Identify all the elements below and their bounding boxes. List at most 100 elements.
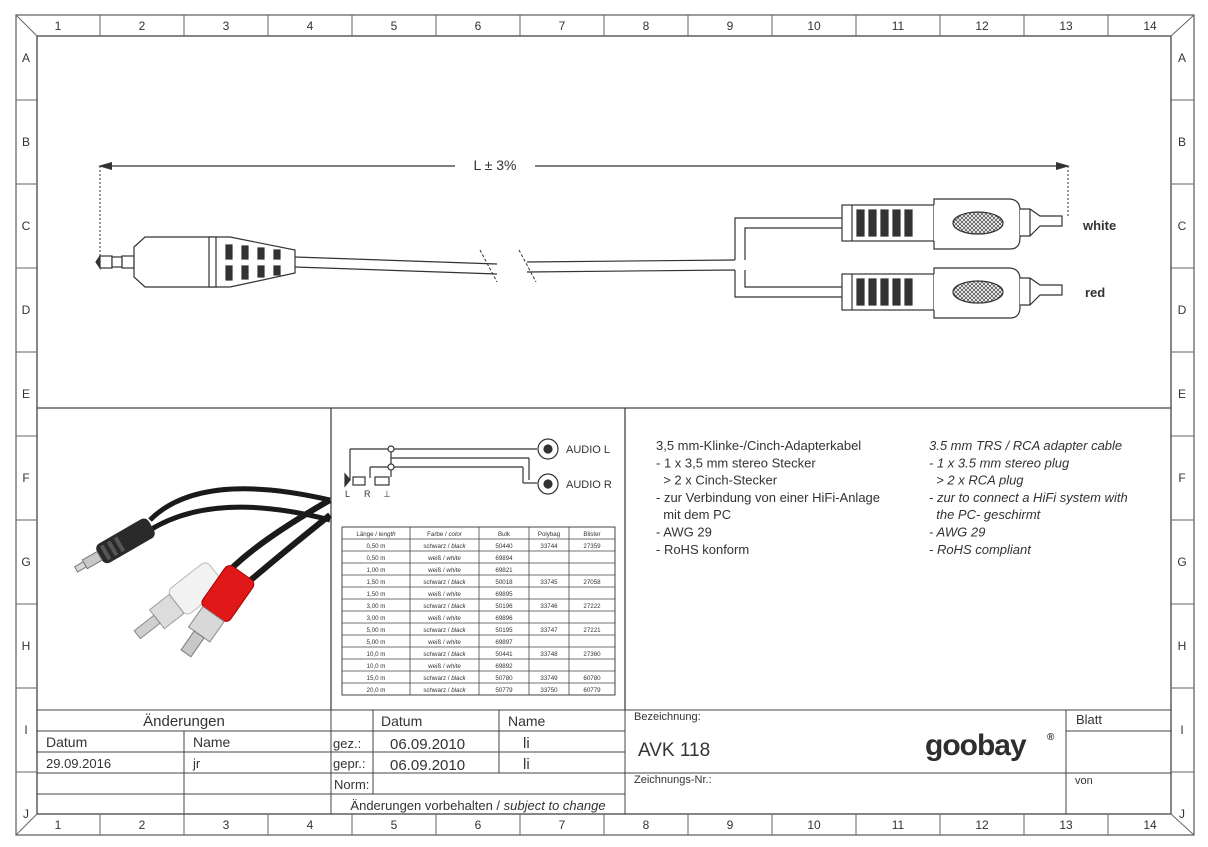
table-cell: 27221 [583,627,601,634]
head-name: Name [508,713,546,729]
table-cell: 33749 [540,675,558,682]
table-cell: 50018 [495,579,513,586]
description-line: 3,5 mm-Klinke-/Cinch-Adapterkabel [656,438,861,453]
table-header-cell: Polybag [538,531,561,538]
frame-grid [16,15,1194,835]
table-cell: weiß / white [427,591,461,598]
frame-row-label: I [24,723,27,737]
frame-row-label: B [1178,135,1186,149]
frame-row-label: J [23,807,29,821]
table-cell: 15,0 m [367,675,386,682]
audio-r-label: AUDIO R [566,479,612,491]
frame-row-label: E [1178,387,1186,401]
frame-row-label: E [22,387,30,401]
table-cell: 69821 [495,567,513,574]
table-cell: 33750 [540,687,558,694]
changes-row-date: 29.09.2016 [46,756,111,771]
table-cell: 5,00 m [367,627,386,634]
gepr-date: 06.09.2010 [390,757,465,774]
frame-col-label: 11 [892,818,905,832]
table-cell: 5,00 m [367,639,386,646]
frame-row-label: G [1177,555,1186,569]
description-line: - 1 x 3.5 mm stereo plug [929,455,1070,470]
table-cell: 50196 [495,603,513,610]
rca-plug-red [841,267,1063,319]
frame-col-label: 2 [139,818,146,832]
table-cell: weiß / white [427,639,461,646]
table-cell: 69896 [495,615,513,622]
von-label: von [1075,775,1093,787]
gez-date: 06.09.2010 [390,736,465,753]
table-cell: 27360 [583,651,601,658]
frame-col-label: 11 [892,19,905,33]
frame-row-label: J [1179,807,1185,821]
table-header-cell: Bulk [498,531,511,538]
frame-row-label: H [1178,639,1187,653]
table-cell: 33745 [540,579,558,586]
table-cell: 1,00 m [367,567,386,574]
table-cell: 50780 [495,675,513,682]
frame-col-label: 6 [475,19,482,33]
table-cell: schwarz / black [423,543,466,550]
gez-label: gez.: [333,736,361,751]
table-cell: 10,0 m [367,651,386,658]
description-german: 3,5 mm-Klinke-/Cinch-Adapterkabel- 1 x 3… [656,438,880,557]
table-cell: schwarz / black [423,687,466,694]
frame-col-label: 9 [727,818,734,832]
table-cell: schwarz / black [423,651,466,658]
head-date: Datum [381,713,422,729]
table-cell: weiß / white [427,567,461,574]
red-plug-label: red [1085,285,1105,300]
frame-row-label: F [22,471,29,485]
frame-col-label: 4 [307,818,314,832]
table-cell: weiß / white [427,555,461,562]
jack-label-l: L [345,489,350,499]
frame-row-label: D [22,303,31,317]
description-english: 3.5 mm TRS / RCA adapter cable - 1 x 3.5 … [929,438,1128,557]
audio-l-label: AUDIO L [566,444,610,456]
frame-col-label: 9 [727,19,734,33]
frame-row-label: C [1178,219,1187,233]
frame-col-label: 14 [1143,818,1157,832]
bezeichnung-label: Bezeichnung: [634,711,701,723]
frame-col-label: 6 [475,818,482,832]
table-cell: 50779 [495,687,513,694]
blatt-label: Blatt [1076,712,1102,727]
table-cell: 60780 [583,675,601,682]
changes-row-name: jr [192,756,201,771]
table-cell: schwarz / black [423,675,466,682]
length-label: L ± 3% [474,157,517,173]
changes-col-name: Name [193,734,231,750]
description-line: > 2 x RCA plug [929,473,1024,488]
table-cell: 3,00 m [367,615,386,622]
table-cell: 0,50 m [367,555,386,562]
gepr-label: gepr.: [333,756,366,771]
svg-text:goobay: goobay [925,729,1027,762]
gepr-name: li [523,756,530,773]
table-cell: schwarz / black [423,579,466,586]
frame-col-label: 8 [643,19,650,33]
table-cell: 69894 [495,555,513,562]
frame-row-label: A [22,51,30,65]
frame-col-label: 12 [975,19,989,33]
description-line: - AWG 29 [929,525,985,540]
table-cell: 20,0 m [367,687,386,694]
frame-col-label: 5 [391,19,398,33]
frame-col-label: 7 [559,818,566,832]
table-cell: 27058 [583,579,601,586]
frame-row-label: F [1178,471,1185,485]
table-header-cell: Blister [583,531,600,538]
description-line: 3.5 mm TRS / RCA adapter cable [929,438,1122,453]
table-cell: 0,50 m [367,543,386,550]
wiring-schematic [344,438,559,495]
description-line: the PC- geschirmt [929,507,1042,522]
frame-col-label: 12 [975,818,989,832]
table-cell: 33748 [540,651,558,658]
frame-col-label: 7 [559,19,566,33]
description-line: - zur Verbindung von einer HiFi-Anlage [656,490,880,505]
table-cell: 50441 [495,651,513,658]
frame-col-label: 13 [1059,818,1073,832]
table-cell: 3,00 m [367,603,386,610]
